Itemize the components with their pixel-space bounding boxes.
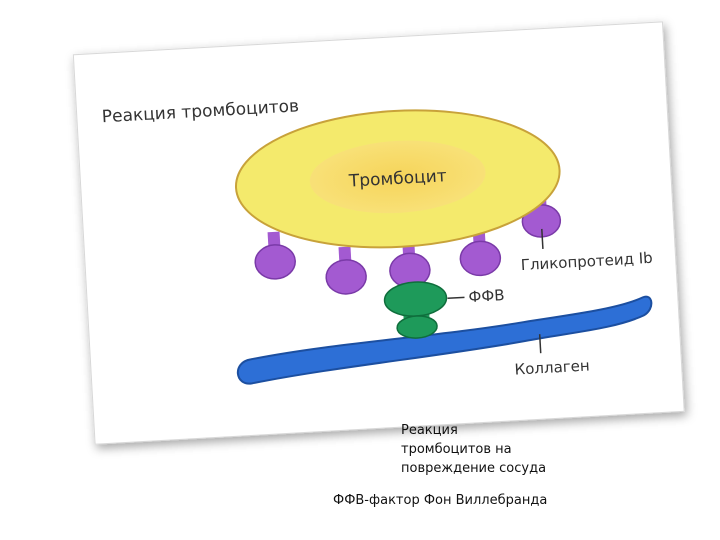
collagen-leader xyxy=(538,334,542,354)
caption-block: Реакция тромбоцитов на повреждение сосуд… xyxy=(401,421,601,478)
glycoprotein-4 xyxy=(459,230,502,277)
glycoprotein-2 xyxy=(325,246,367,295)
glycoprotein-receptors xyxy=(254,194,562,295)
platelet-inner xyxy=(309,140,486,214)
collagen-label: Коллаген xyxy=(514,356,590,378)
glycoprotein-leader xyxy=(541,228,544,249)
vwf-label: ФФВ xyxy=(468,286,505,306)
vwf-leader xyxy=(447,296,465,300)
vwf xyxy=(383,281,448,339)
figure-card: Реакция тромбоцитов xyxy=(72,21,685,445)
caption-line-2: тромбоцитов на xyxy=(401,442,512,457)
platelet: Тромбоцит xyxy=(234,109,561,249)
caption-footnote: ФФВ-фактор Фон Виллебранда xyxy=(333,493,548,508)
glycoprotein-1 xyxy=(254,231,296,280)
caption-line-3: повреждение сосуда xyxy=(401,461,547,476)
vwf-bottom xyxy=(396,315,438,339)
collagen-fiber xyxy=(236,295,653,385)
caption-line-1: Реакция xyxy=(401,423,458,438)
